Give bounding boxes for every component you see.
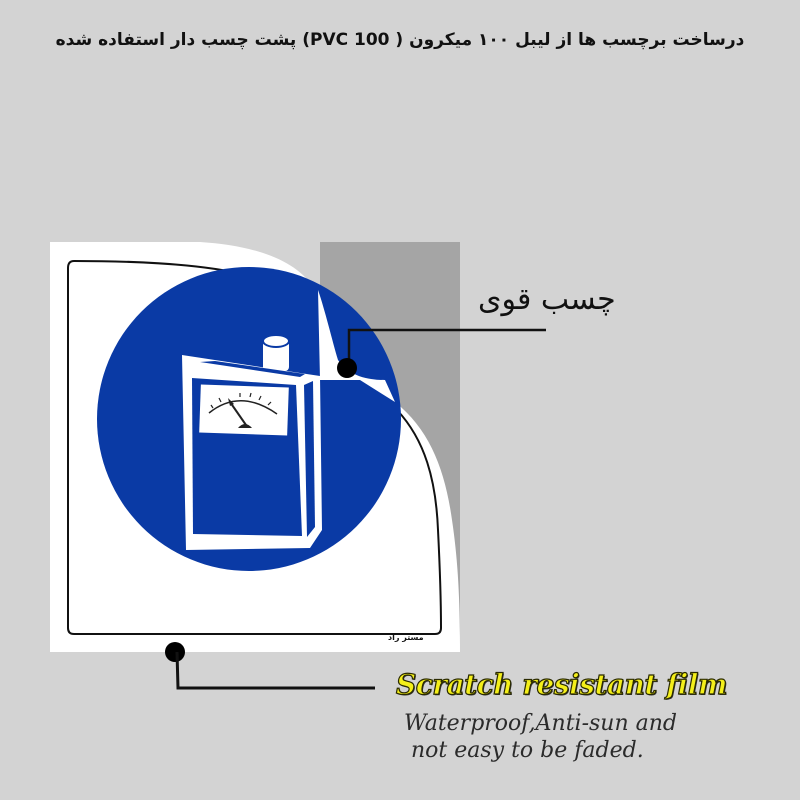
film-callout-line: [165, 642, 375, 690]
film-description: Waterproof,Anti-sun and not easy to be f…: [404, 711, 677, 763]
brand-label: مستر راد: [388, 633, 424, 642]
gas-detector-icon: [182, 334, 322, 550]
adhesive-label: چسب قوی: [478, 282, 616, 317]
film-title: Scratch resistant film: [395, 667, 728, 701]
curl-overlap: [318, 290, 395, 402]
adhesive-callout-line: [337, 328, 546, 378]
header-title: درساخت برچسب ها از لیبل ۱۰۰ میکرون ( PVC…: [55, 30, 745, 50]
